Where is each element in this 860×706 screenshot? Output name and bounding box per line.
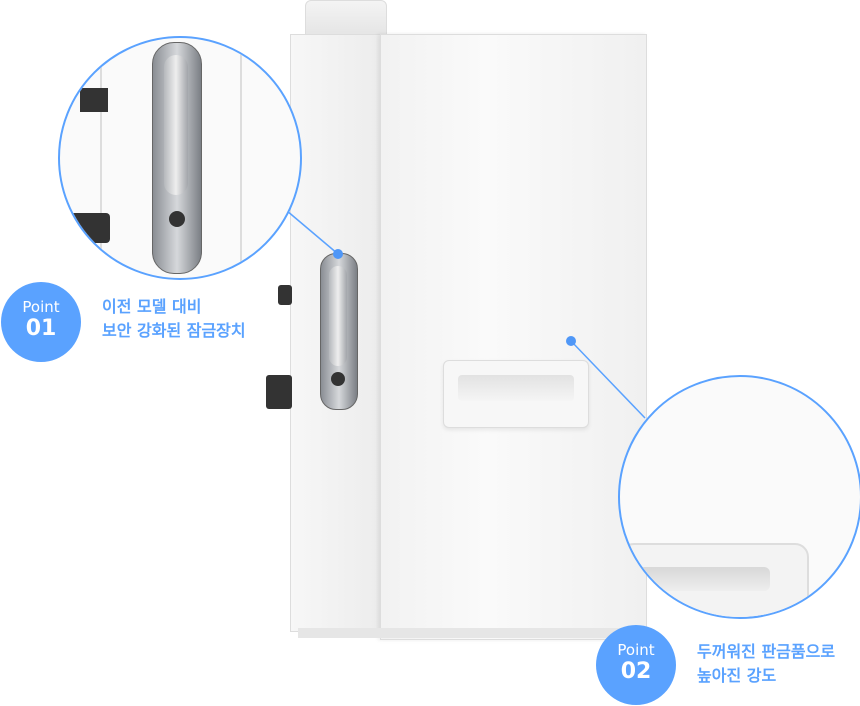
point-01-description: 이전 모델 대비 보안 강화된 잠금장치 <box>102 295 246 343</box>
point-label: Point <box>22 298 60 316</box>
point-01-marker <box>333 249 343 259</box>
point-02-description: 두꺼워진 판금품으로 높아진 강도 <box>697 640 835 688</box>
point-label: Point <box>617 641 655 659</box>
description-line: 보안 강화된 잠금장치 <box>102 321 246 340</box>
hinge <box>278 285 292 305</box>
cabinet-base <box>298 628 643 638</box>
point-number: 02 <box>620 659 652 684</box>
description-line: 높아진 강도 <box>697 666 777 685</box>
zoom-lock-detail <box>58 36 302 280</box>
description-line: 이전 모델 대비 <box>102 297 202 316</box>
door-pull-handle <box>443 360 589 428</box>
zoom-panel-detail <box>618 375 860 619</box>
point-02-marker <box>566 336 576 346</box>
point-02-badge: Point 02 <box>596 625 676 705</box>
cabinet-door <box>380 34 647 640</box>
lock-handle <box>320 253 358 410</box>
hinge <box>266 375 292 409</box>
point-01-badge: Point 01 <box>1 282 81 362</box>
point-number: 01 <box>25 316 57 341</box>
description-line: 두꺼워진 판금품으로 <box>697 642 836 661</box>
cabinet-top <box>305 0 387 38</box>
